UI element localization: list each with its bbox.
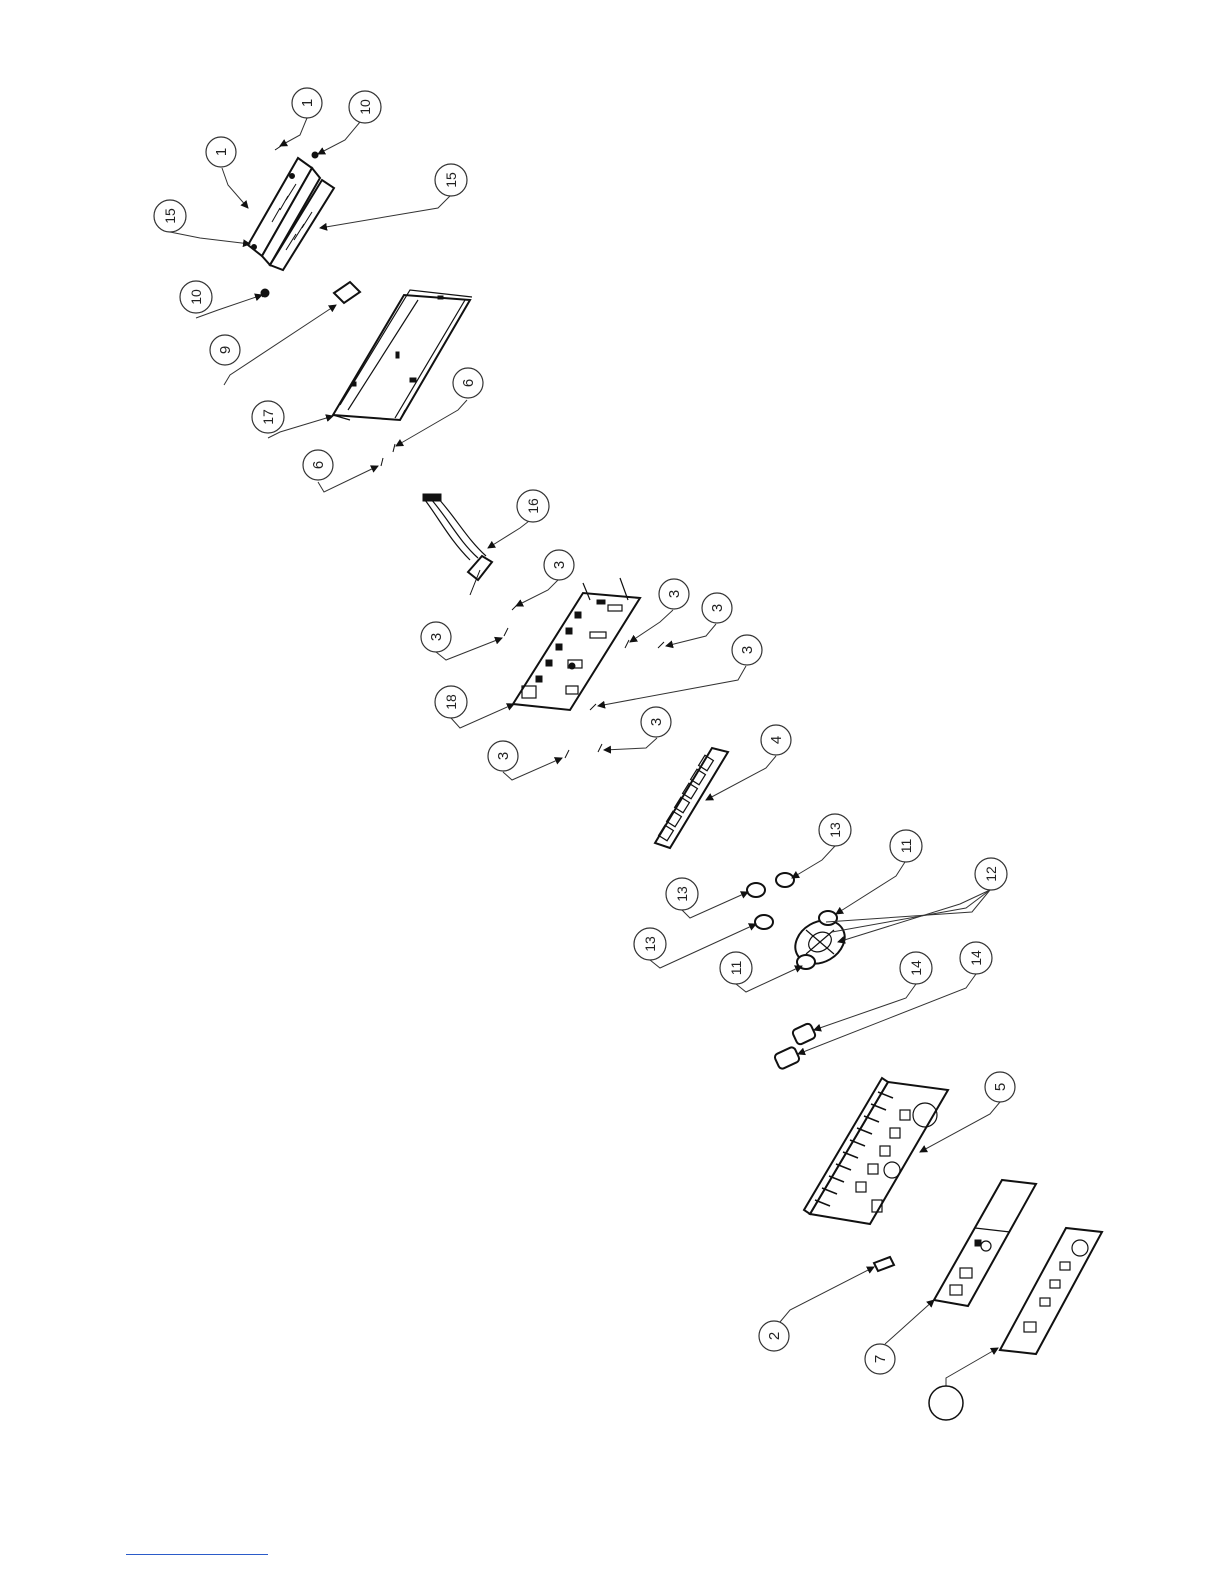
- callout-18: 18: [435, 686, 467, 718]
- callout-13-left: 13: [666, 878, 698, 910]
- svg-text:2: 2: [766, 1332, 783, 1340]
- clip-part-2: [874, 1257, 894, 1271]
- svg-text:3: 3: [648, 718, 665, 726]
- overlay-part-front: [1000, 1228, 1102, 1354]
- svg-text:14: 14: [908, 960, 924, 976]
- svg-text:10: 10: [357, 99, 373, 115]
- overlay-part-7: [934, 1180, 1036, 1306]
- callout-8: [929, 1386, 963, 1420]
- screw-part-10-top: [312, 152, 318, 158]
- svg-text:1: 1: [213, 148, 230, 156]
- callout-15-left: 15: [154, 200, 186, 232]
- callout-1-left: 1: [206, 137, 236, 167]
- svg-text:16: 16: [525, 498, 541, 514]
- svg-text:1: 1: [299, 99, 316, 107]
- callout-3-a: 3: [544, 550, 574, 580]
- label-part-9: [334, 282, 360, 303]
- svg-text:6: 6: [460, 379, 477, 387]
- callout-3-g: 3: [488, 741, 518, 771]
- callout-3-d: 3: [702, 593, 732, 623]
- callout-13-right: 13: [819, 814, 851, 846]
- keypad-part-4: [655, 748, 728, 848]
- svg-text:3: 3: [428, 633, 445, 641]
- screw-part-3-g: [565, 750, 569, 758]
- svg-text:3: 3: [709, 604, 726, 612]
- key-part-14-a: [792, 1023, 817, 1046]
- svg-text:6: 6: [310, 461, 327, 469]
- callout-4: 4: [761, 725, 791, 755]
- callout-5: 5: [985, 1072, 1015, 1102]
- svg-text:5: 5: [992, 1083, 1009, 1091]
- knob-part-13-c: [755, 915, 773, 929]
- callout-3-f: 3: [641, 707, 671, 737]
- svg-text:11: 11: [728, 961, 744, 976]
- svg-text:9: 9: [217, 346, 234, 354]
- svg-text:4: 4: [768, 736, 785, 744]
- screw-part-3-d: [658, 642, 664, 648]
- callout-16: 16: [517, 490, 549, 522]
- callout-7: 7: [865, 1344, 895, 1374]
- svg-text:15: 15: [443, 172, 459, 188]
- pin-part-6-right: [393, 444, 395, 452]
- footer-link-underline[interactable]: [126, 1554, 268, 1555]
- callout-15-right: 15: [435, 164, 467, 196]
- svg-text:10: 10: [188, 289, 204, 305]
- svg-text:3: 3: [666, 590, 683, 598]
- svg-text:12: 12: [983, 866, 999, 882]
- callout-3-c: 3: [659, 579, 689, 609]
- callout-11-bottom: 11: [720, 952, 752, 984]
- chassis-part-17: [333, 290, 472, 420]
- svg-text:13: 13: [642, 936, 658, 952]
- svg-text:13: 13: [674, 886, 690, 902]
- callout-2: 2: [759, 1321, 789, 1351]
- button-part-11-top: [819, 911, 837, 925]
- callout-1-top: 1: [292, 88, 322, 118]
- screw-part-3-b: [504, 628, 508, 636]
- svg-text:3: 3: [495, 752, 512, 760]
- screw-part-1-top: [275, 146, 281, 150]
- callout-10-left: 10: [180, 281, 212, 313]
- cable-part-16: [423, 494, 492, 595]
- callout-9: 9: [210, 335, 240, 365]
- svg-text:15: 15: [162, 208, 178, 224]
- housing-part-5: [804, 1078, 948, 1224]
- callout-14-left: 14: [900, 952, 932, 984]
- callout-6-left: 6: [303, 450, 333, 480]
- svg-text:11: 11: [898, 839, 914, 854]
- callout-14-right: 14: [960, 942, 992, 974]
- callout-12: 12: [975, 858, 1007, 890]
- screw-part-10-lower: [261, 289, 269, 297]
- callout-6-right: 6: [453, 368, 483, 398]
- callout-3-b: 3: [421, 622, 451, 652]
- svg-text:18: 18: [443, 694, 459, 710]
- callout-11-top: 11: [890, 830, 922, 862]
- callout-13-lower: 13: [634, 928, 666, 960]
- callout-17: 17: [252, 401, 284, 433]
- svg-text:7: 7: [872, 1355, 889, 1363]
- pin-part-6-left: [381, 458, 383, 466]
- callout-3-e: 3: [732, 635, 762, 665]
- key-part-14-b: [774, 1046, 801, 1070]
- callout-10-top: 10: [349, 91, 381, 123]
- knob-part-13-a: [747, 883, 765, 897]
- svg-text:13: 13: [827, 822, 843, 838]
- svg-text:3: 3: [739, 646, 756, 654]
- knob-part-13-b: [776, 873, 794, 887]
- screw-part-3-e: [590, 704, 596, 710]
- svg-text:14: 14: [968, 950, 984, 966]
- svg-text:3: 3: [551, 561, 568, 569]
- bracket-part-15: [248, 158, 334, 270]
- screw-part-3-c: [625, 640, 629, 648]
- svg-text:17: 17: [260, 409, 276, 425]
- screw-part-3-f: [598, 744, 602, 752]
